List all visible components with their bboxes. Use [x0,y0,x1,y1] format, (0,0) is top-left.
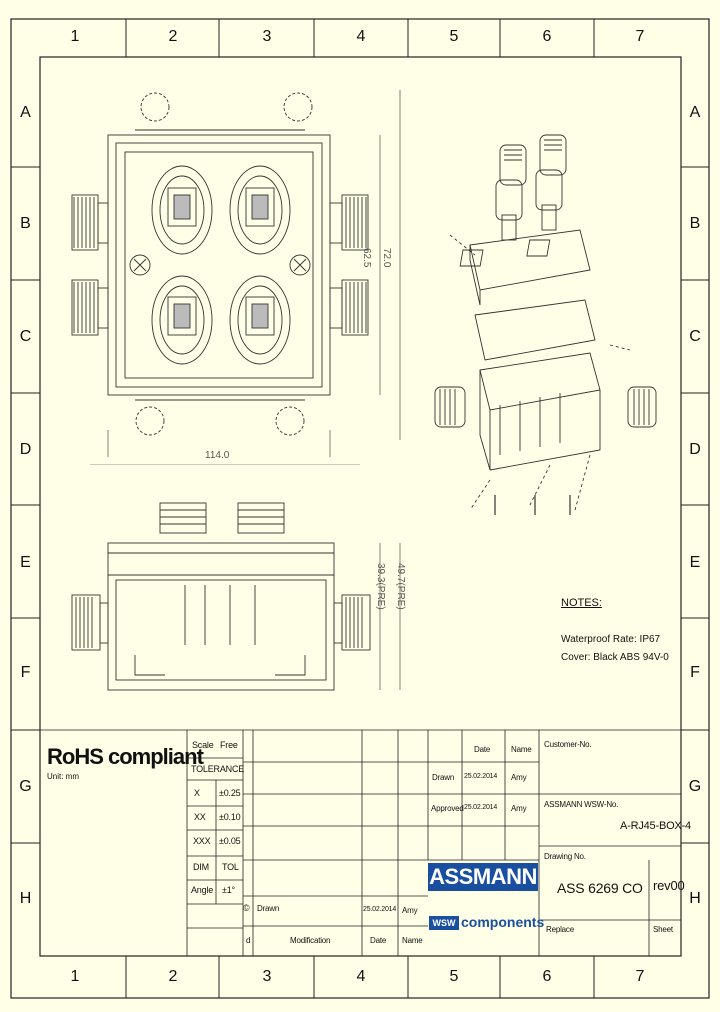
revision-drawn-label: Drawn [257,904,280,913]
row-label-h-right: H [689,890,701,907]
tolerance-row-value: ±0.05 [219,836,241,846]
approved-label: Approved [431,804,464,813]
row-label-d-right: D [689,441,701,458]
revision-col-modification: Modification [290,936,331,945]
approved-date: 25.02.2014 [464,804,498,811]
revision-col-date: Date [370,936,387,945]
drawn-name: Amy [511,773,527,782]
assmann-number-value: A-RJ45-BOX-4 [620,820,691,832]
revision-drawn-date: 25.02.2014 [363,906,397,913]
rohs-title: RoHS compliant [47,744,204,769]
revision-col-name: Name [402,936,423,945]
tolerance-row-value: TOL [222,862,239,872]
tolerance-row-key: Angle [191,885,214,895]
scale-value: Free [220,740,238,750]
column-label-2-bottom: 2 [168,968,178,985]
side-view-drawing [71,502,401,691]
column-label-3-top: 3 [262,28,272,45]
drawn-date: 25.02.2014 [464,773,498,780]
notes-heading: NOTES: [561,597,602,609]
column-label-4-top: 4 [356,28,366,45]
top-view-drawing [71,90,401,465]
row-label-g-right: G [688,778,702,795]
assmann-number-label: ASSMANN WSW-No. [544,800,619,809]
date-header: Date [474,745,491,754]
revision-value: rev00 [653,878,685,893]
revision-col-d: d [246,936,251,945]
copyright-symbol: © [243,903,250,913]
drawing-number-value: ASS 6269 CO [557,880,643,896]
tolerance-row-key: X [194,788,200,798]
logo-components: components [461,914,545,930]
sheet-label: Sheet [653,925,673,934]
wsw-logo-mark: WSW [429,916,459,930]
row-label-f-right: F [690,664,700,681]
tolerance-row-key: DIM [193,862,209,872]
name-header: Name [511,745,532,754]
column-label-4-bottom: 4 [356,968,366,985]
column-label-7-top: 7 [635,28,645,45]
column-label-1-top: 1 [70,28,80,45]
row-label-h-left: H [19,890,32,907]
replace-label: Replace [546,925,574,934]
column-label-6-top: 6 [542,28,552,45]
row-label-e-left: E [20,554,31,571]
tolerance-row-value: ±0.10 [219,812,241,822]
column-label-7-bottom: 7 [635,968,645,985]
row-label-a-left: A [20,104,31,121]
row-label-b-left: B [20,215,31,232]
tolerance-row-key: XX [194,812,206,822]
column-label-1-bottom: 1 [70,968,80,985]
row-label-f-left: F [20,664,31,681]
row-label-c-right: C [689,328,701,345]
column-label-6-bottom: 6 [542,968,552,985]
rohs-unit: Unit: mm [47,772,79,781]
row-label-g-left: G [19,778,32,795]
notes-waterproof: Waterproof Rate: IP67 [561,634,661,645]
assmann-logo: ASSMANN [428,863,538,891]
scale-label: Scale [192,740,214,750]
column-label-3-bottom: 3 [262,968,272,985]
row-label-b-right: B [689,215,701,232]
row-label-e-right: E [689,554,701,571]
row-label-d-left: D [19,441,32,458]
column-label-5-top: 5 [449,28,459,45]
notes-cover: Cover: Black ABS 94V-0 [561,652,669,663]
tolerance-row-value: ±1° [222,885,235,895]
drawing-number-label: Drawing No. [544,852,586,861]
column-label-2-top: 2 [168,28,178,45]
row-label-c-left: C [19,328,32,345]
exploded-view-drawing [434,134,657,515]
tolerance-header: TOLERANCE [191,764,245,774]
tolerance-row-key: XXX [193,836,211,846]
approved-name: Amy [511,804,527,813]
drawn-label: Drawn [432,773,455,782]
tolerance-row-value: ±0.25 [219,788,241,798]
dim-width: 114.0 [205,450,230,461]
customer-label: Customer-No. [544,740,592,749]
column-label-5-bottom: 5 [449,968,459,985]
row-label-a-right: A [689,104,701,121]
revision-drawn-name: Amy [402,906,418,915]
